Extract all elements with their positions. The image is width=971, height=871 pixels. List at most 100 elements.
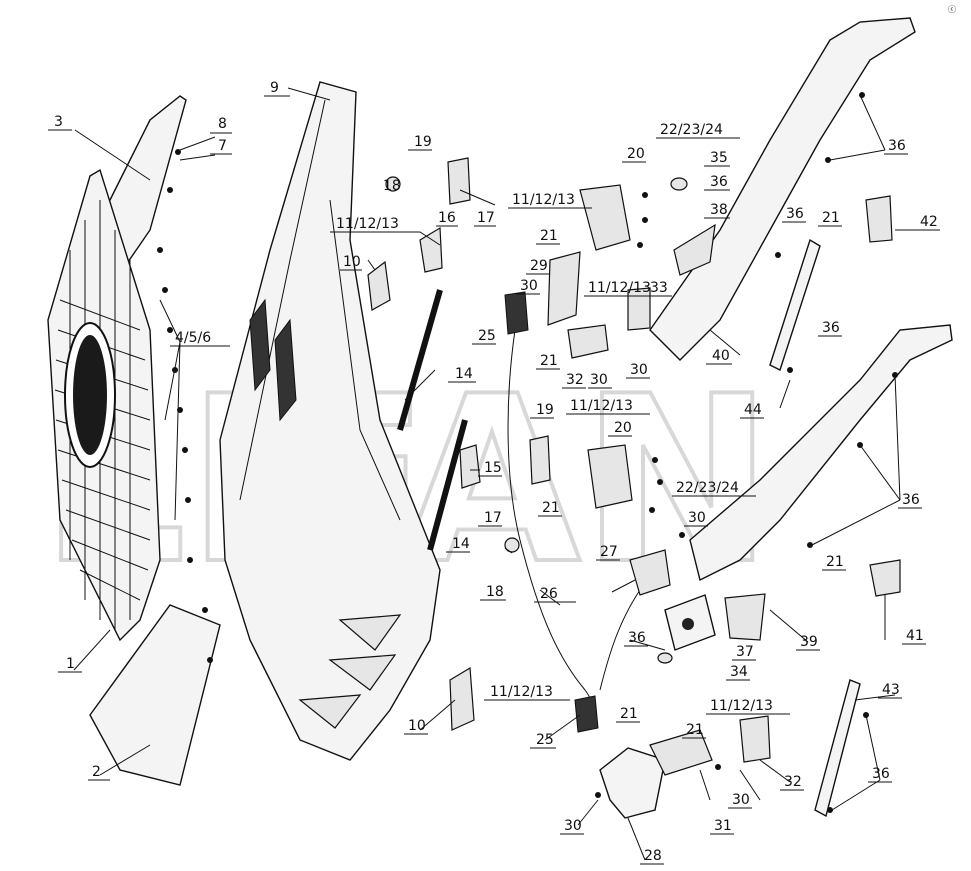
part-15-bracket xyxy=(459,444,481,489)
label-10-upper: 10 xyxy=(343,254,361,270)
part-27-cover xyxy=(629,549,671,596)
label-44: 44 xyxy=(744,402,762,418)
label-34: 34 xyxy=(730,664,748,680)
label-30-d: 30 xyxy=(688,510,706,526)
label-11-12-13-e: 11/12/13 xyxy=(490,684,553,700)
label-21-d: 21 xyxy=(822,210,840,226)
label-14-lower: 14 xyxy=(452,536,470,552)
part-9-front-bumper xyxy=(219,81,441,761)
part-19-bracket-lower xyxy=(529,435,551,485)
part-9-fog-left xyxy=(338,614,402,651)
label-38: 38 xyxy=(710,202,728,218)
label-1: 1 xyxy=(66,656,75,672)
label-3: 3 xyxy=(54,114,63,130)
label-39: 39 xyxy=(800,634,818,650)
part-34-plug xyxy=(657,652,673,664)
part-9-fog-low xyxy=(298,694,362,729)
part-20-hinge-upper xyxy=(579,184,631,251)
part-9-bumper-slots xyxy=(249,298,297,422)
label-7: 7 xyxy=(218,138,227,154)
label-30-f: 30 xyxy=(564,818,582,834)
part-9-fog-mid xyxy=(328,654,397,691)
label-41: 41 xyxy=(906,628,924,644)
label-29: 29 xyxy=(530,258,548,274)
label-21-b: 21 xyxy=(540,353,558,369)
label-26: 26 xyxy=(540,586,558,602)
label-15: 15 xyxy=(484,460,502,476)
part-14-strut-lower xyxy=(427,419,468,551)
corner-mark: ⓒ xyxy=(948,5,956,14)
label-35: 35 xyxy=(710,150,728,166)
label-40: 40 xyxy=(712,348,730,364)
label-11-12-13-a: 11/12/13 xyxy=(336,216,399,232)
part-35-cap xyxy=(670,177,688,191)
part-29-bracket xyxy=(547,251,581,326)
part-25-latch-lower xyxy=(574,695,599,733)
label-11-12-13-b: 11/12/13 xyxy=(512,192,575,208)
part-19-bracket-upper xyxy=(447,157,471,205)
label-30-b: 30 xyxy=(590,372,608,388)
label-11-12-13-f: 11/12/13 xyxy=(710,698,773,714)
part-1-emblem xyxy=(73,335,107,455)
fasteners xyxy=(157,92,898,813)
part-20-hinge-lower xyxy=(587,444,633,509)
label-36-d: 36 xyxy=(822,320,840,336)
label-18-upper: 18 xyxy=(383,178,401,194)
label-17-upper: 17 xyxy=(477,210,495,226)
part-14-strut-upper xyxy=(397,289,443,431)
label-30-e: 30 xyxy=(732,792,750,808)
label-31: 31 xyxy=(714,818,732,834)
part-18-clip-upper xyxy=(385,176,401,192)
part-37-hole xyxy=(682,618,694,630)
label-36-g: 36 xyxy=(872,766,890,782)
label-32-upper: 32 xyxy=(566,372,584,388)
label-25-upper: 25 xyxy=(478,328,496,344)
part-32-bracket-upper xyxy=(567,324,609,359)
label-33: 33 xyxy=(650,280,668,296)
label-4-5-6: 4/5/6 xyxy=(175,330,211,346)
part-33-bracket xyxy=(627,287,651,331)
label-22-23-24-lower: 22/23/24 xyxy=(676,480,739,496)
label-42: 42 xyxy=(920,214,938,230)
part-31-bracket xyxy=(649,729,713,776)
part-40-side-rail xyxy=(649,17,916,361)
label-21-g: 21 xyxy=(686,722,704,738)
label-21-e: 21 xyxy=(826,554,844,570)
label-36-a: 36 xyxy=(710,174,728,190)
part-10-bracket-lower xyxy=(449,666,475,731)
label-43: 43 xyxy=(882,682,900,698)
label-21-f: 21 xyxy=(620,706,638,722)
label-10-lower: 10 xyxy=(408,718,426,734)
part-2-lower-cover xyxy=(89,604,221,786)
label-18-lower: 18 xyxy=(486,584,504,600)
part-38-plate xyxy=(673,223,716,276)
label-36-f: 36 xyxy=(628,630,646,646)
part-10-bracket-upper xyxy=(367,260,391,311)
label-20-upper: 20 xyxy=(627,146,645,162)
part-25-latch-upper xyxy=(504,291,529,335)
label-27: 27 xyxy=(600,544,618,560)
part-43-strip xyxy=(814,679,861,818)
label-22-23-24-upper: 22/23/24 xyxy=(660,122,723,138)
label-21-a: 21 xyxy=(540,228,558,244)
part-18-clip-lower xyxy=(504,537,520,553)
label-underlines xyxy=(48,95,940,865)
part-44-strip xyxy=(769,238,821,371)
label-8: 8 xyxy=(218,116,227,132)
label-2: 2 xyxy=(92,764,101,780)
label-9: 9 xyxy=(270,80,279,96)
label-32-lower: 32 xyxy=(784,774,802,790)
part-16-bracket xyxy=(419,226,443,273)
part-labels: 3 8 7 9 4/5/6 1 2 19 18 11/12/13 16 17 1… xyxy=(54,5,956,864)
part-9-bumper-edge xyxy=(239,99,401,521)
label-30-a: 30 xyxy=(520,278,538,294)
part-39-lower-rail xyxy=(689,324,953,582)
label-30-c: 30 xyxy=(630,362,648,378)
label-36-b: 36 xyxy=(786,206,804,222)
part-28-deflector xyxy=(599,747,666,819)
label-19-lower: 19 xyxy=(536,402,554,418)
label-37: 37 xyxy=(736,644,754,660)
part-41-bracket xyxy=(869,559,901,597)
label-11-12-13-c: 11/12/13 xyxy=(588,280,651,296)
